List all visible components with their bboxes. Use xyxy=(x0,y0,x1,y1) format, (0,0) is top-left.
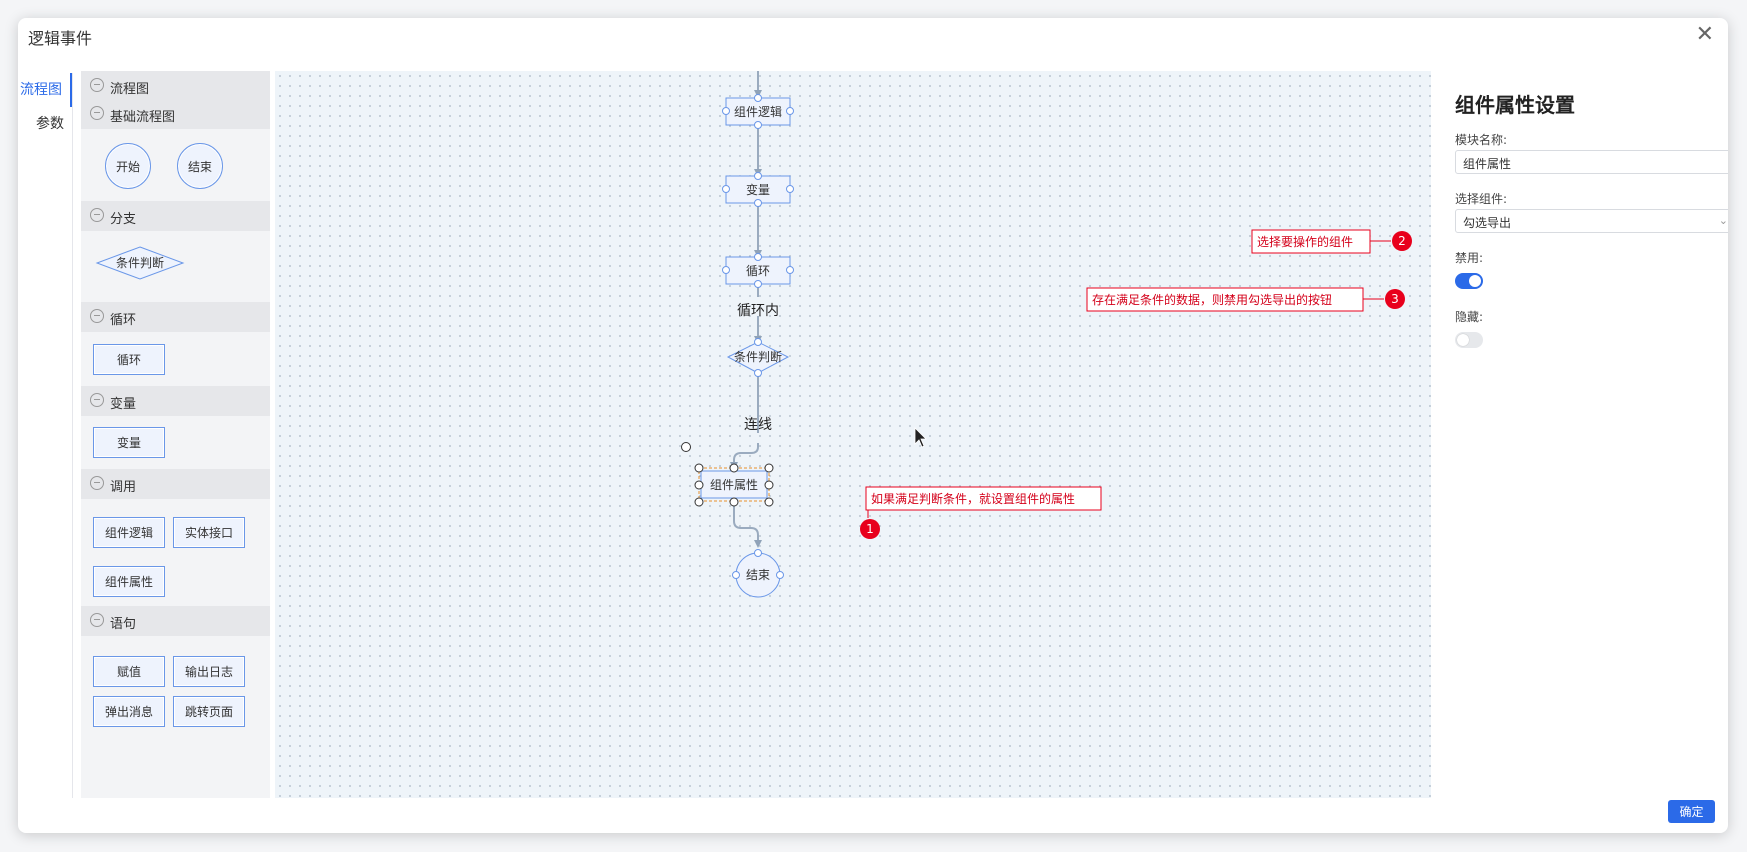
flow-node-variable[interactable]: 变量 xyxy=(722,172,794,207)
resize-handle[interactable] xyxy=(729,463,739,473)
resize-handle[interactable] xyxy=(764,463,774,473)
hidden-label: 隐藏: xyxy=(1455,310,1484,324)
palette-node-end[interactable]: 结束 xyxy=(177,143,223,189)
palette-node-redirect[interactable]: 跳转页面 xyxy=(173,696,245,727)
component-select-value: 勾选导出 xyxy=(1463,216,1512,230)
disabled-label: 禁用: xyxy=(1455,251,1484,265)
resize-handle[interactable] xyxy=(694,463,704,473)
flow-node-component-prop[interactable]: 组件属性 xyxy=(681,442,774,507)
toggle-knob xyxy=(1469,275,1481,287)
resize-handle[interactable] xyxy=(694,480,704,490)
toggle-knob xyxy=(1457,334,1469,346)
module-name-input[interactable]: 组件属性 xyxy=(1455,150,1728,174)
section-label: 基础流程图 xyxy=(110,110,176,125)
edge-label-link: 连线 xyxy=(744,417,772,433)
section-header-call[interactable]: 调用 xyxy=(81,469,270,499)
flow-node-label: 变量 xyxy=(746,182,770,197)
palette-root-header[interactable]: 流程图 xyxy=(81,71,270,101)
flow-node-condition[interactable]: 条件判断 xyxy=(726,338,790,377)
disabled-toggle[interactable] xyxy=(1455,273,1483,289)
flow-edge[interactable] xyxy=(733,503,762,548)
section-label: 语句 xyxy=(110,617,137,632)
palette-node-variable[interactable]: 变量 xyxy=(93,427,165,458)
palette-node-assign[interactable]: 赋值 xyxy=(93,656,165,687)
flow-edge-link[interactable] xyxy=(730,443,759,470)
flow-node-label: 组件逻辑 xyxy=(734,105,782,119)
collapse-icon xyxy=(90,309,104,323)
collapse-icon xyxy=(90,106,104,120)
section-header-branch[interactable]: 分支 xyxy=(81,201,270,231)
flow-node-label: 条件判断 xyxy=(734,349,782,364)
section-header-basic[interactable]: 基础流程图 xyxy=(81,99,270,129)
confirm-button[interactable]: 确定 xyxy=(1668,800,1715,823)
section-header-loop[interactable]: 循环 xyxy=(81,302,270,332)
section-label: 调用 xyxy=(110,480,137,495)
collapse-icon xyxy=(90,78,104,92)
collapse-icon xyxy=(90,613,104,627)
palette-node-component-logic[interactable]: 组件逻辑 xyxy=(93,517,165,548)
palette-node-entity-api[interactable]: 实体接口 xyxy=(173,517,245,548)
component-select[interactable]: 勾选导出 ⌄ xyxy=(1455,209,1728,233)
section-header-variable[interactable]: 变量 xyxy=(81,386,270,416)
side-tabs: 流程图 参数 xyxy=(18,73,73,798)
hidden-toggle[interactable] xyxy=(1455,332,1483,348)
component-select-label: 选择组件: xyxy=(1455,192,1508,206)
logic-event-dialog: 逻辑事件 ✕ 流程图 参数 流程图 基础流程图 开始 结束 分支 条件判断 循环… xyxy=(18,18,1728,833)
resize-handle[interactable] xyxy=(764,480,774,490)
flow-node-label: 组件属性 xyxy=(710,478,758,492)
palette-node-condition[interactable]: 条件判断 xyxy=(95,245,185,281)
flow-node-loop[interactable]: 循环 xyxy=(722,253,794,288)
tab-flowchart[interactable]: 流程图 xyxy=(18,73,72,107)
collapse-icon xyxy=(90,393,104,407)
dialog-title: 逻辑事件 xyxy=(28,29,93,48)
properties-panel: 组件属性设置 模块名称: 组件属性 选择组件: 勾选导出 ⌄ 禁用: 隐藏: xyxy=(1431,71,1728,798)
resize-handle[interactable] xyxy=(729,497,739,507)
resize-handle[interactable] xyxy=(694,497,704,507)
resize-handle[interactable] xyxy=(764,497,774,507)
section-header-statement[interactable]: 语句 xyxy=(81,606,270,636)
collapse-icon xyxy=(90,476,104,490)
palette-node-log[interactable]: 输出日志 xyxy=(173,656,245,687)
palette-node-condition-label: 条件判断 xyxy=(116,255,164,270)
edge-label-loop-inner: 循环内 xyxy=(737,303,779,319)
flow-node-component-logic[interactable]: 组件逻辑 xyxy=(722,94,794,129)
flow-canvas[interactable]: 组件逻辑 变量 循环 循环内 条件判断 连线 xyxy=(275,71,1431,798)
palette-node-popup[interactable]: 弹出消息 xyxy=(93,696,165,727)
flow-node-label: 循环 xyxy=(746,264,770,278)
section-label: 变量 xyxy=(110,397,137,412)
collapse-icon xyxy=(90,208,104,222)
flow-node-end[interactable]: 结束 xyxy=(732,549,784,598)
rotate-handle[interactable] xyxy=(681,442,691,452)
properties-title: 组件属性设置 xyxy=(1455,93,1575,117)
palette-node-loop[interactable]: 循环 xyxy=(93,344,165,375)
mouse-cursor-icon xyxy=(914,427,927,448)
palette-node-component-prop[interactable]: 组件属性 xyxy=(93,566,165,597)
module-name-label: 模块名称: xyxy=(1455,133,1508,147)
close-icon[interactable]: ✕ xyxy=(1695,22,1714,47)
palette-node-start[interactable]: 开始 xyxy=(105,143,151,189)
chevron-down-icon: ⌄ xyxy=(1718,214,1728,227)
node-palette: 流程图 基础流程图 开始 结束 分支 条件判断 循环 循环 变量 变量 调用 组… xyxy=(81,71,270,798)
section-label: 循环 xyxy=(110,313,137,328)
palette-root-label: 流程图 xyxy=(110,82,150,97)
section-label: 分支 xyxy=(110,212,137,227)
flow-node-label: 结束 xyxy=(746,568,770,582)
tab-params[interactable]: 参数 xyxy=(36,116,64,132)
